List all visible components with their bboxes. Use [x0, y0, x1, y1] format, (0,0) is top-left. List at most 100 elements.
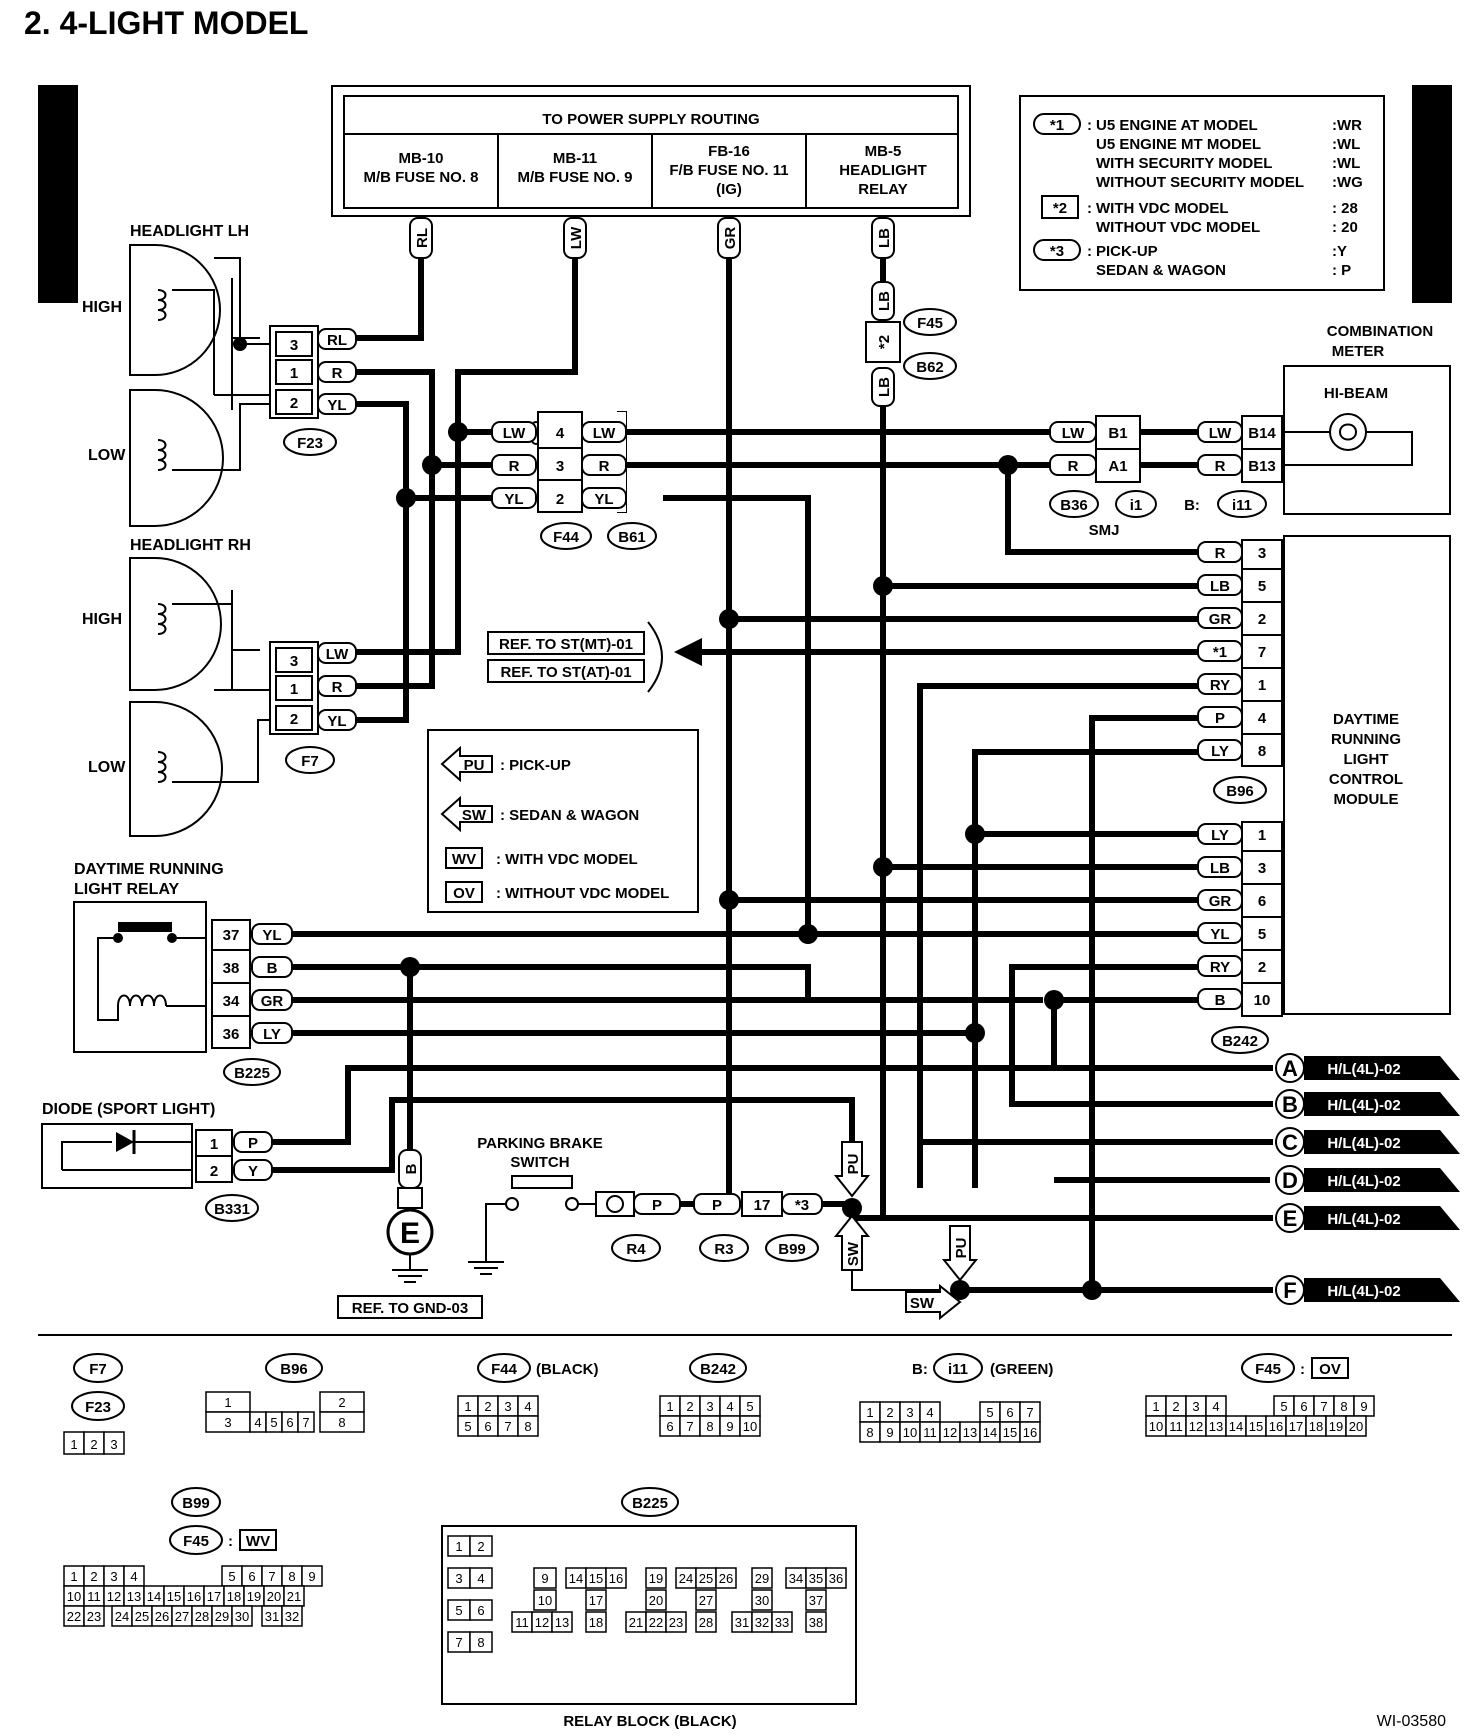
- pin-number: 1: [464, 1399, 471, 1414]
- side-tab-left: H/L(4L)-01: [38, 85, 78, 303]
- svg-text:LW: LW: [1209, 425, 1232, 442]
- svg-text:17: 17: [754, 1197, 771, 1214]
- pin-number: 33: [775, 1615, 789, 1630]
- svg-text:SW: SW: [910, 1295, 935, 1312]
- output-e: E H/L(4L)-02: [1275, 1203, 1460, 1233]
- svg-text:7: 7: [1258, 644, 1266, 661]
- pin-number: 5: [464, 1419, 471, 1434]
- pin-number: 5: [986, 1405, 993, 1420]
- pin-number: 3: [504, 1399, 511, 1414]
- pin-number: 1: [1152, 1399, 1159, 1414]
- pin-number: 20: [649, 1593, 663, 1608]
- svg-text:YL: YL: [594, 491, 613, 508]
- coil-icon: [117, 994, 167, 1007]
- pin-number: 16: [609, 1571, 623, 1586]
- svg-text:LY: LY: [1211, 827, 1229, 844]
- pin-number: 16: [1269, 1419, 1283, 1434]
- drl-relay: DAYTIME RUNNING LIGHT RELAY 37 38 34 36 …: [73, 861, 293, 1086]
- svg-text:MODULE: MODULE: [1334, 791, 1399, 808]
- pin-number: 10: [1149, 1419, 1163, 1434]
- pin-number: 3: [110, 1569, 117, 1584]
- svg-text:HIGH: HIGH: [82, 611, 122, 628]
- pin-number: 4: [477, 1571, 484, 1586]
- svg-text:F7: F7: [89, 1361, 107, 1378]
- svg-text:SMJ: SMJ: [1089, 522, 1120, 539]
- svg-text:F23: F23: [297, 435, 323, 452]
- svg-text:MB-10: MB-10: [398, 150, 443, 167]
- pin-number: 30: [755, 1593, 769, 1608]
- svg-text:3: 3: [1258, 545, 1266, 562]
- pin-number: 13: [963, 1425, 977, 1440]
- pin-number: 16: [1023, 1425, 1037, 1440]
- pin-number: 2: [1172, 1399, 1179, 1414]
- pin-number: 7: [268, 1569, 275, 1584]
- svg-text:P: P: [248, 1135, 258, 1152]
- connector-f45-b62: F45 B62: [903, 308, 957, 380]
- pin-number: 3: [706, 1399, 713, 1414]
- pin-number: 32: [755, 1615, 769, 1630]
- svg-text:R: R: [332, 679, 343, 696]
- pin-number: 10: [538, 1593, 552, 1608]
- svg-text:YL: YL: [262, 927, 281, 944]
- svg-text:E: E: [1283, 1206, 1298, 1231]
- pin-number: 7: [686, 1419, 693, 1434]
- hi-beam-lamp-icon: [1329, 413, 1367, 451]
- svg-text:2: 2: [1258, 959, 1266, 976]
- pin-number: 4: [254, 1415, 261, 1430]
- pin-number: 9: [541, 1571, 548, 1586]
- svg-text:3: 3: [556, 458, 564, 475]
- svg-text:1: 1: [210, 1136, 218, 1153]
- svg-text::: :: [1300, 1361, 1305, 1378]
- pin-number: 3: [455, 1571, 462, 1586]
- svg-text:B: B: [267, 960, 278, 977]
- svg-text:2: 2: [556, 491, 564, 508]
- pin-number: 3: [906, 1405, 913, 1420]
- svg-text:*3: *3: [795, 1197, 809, 1214]
- pin-number: 1: [70, 1437, 77, 1452]
- svg-text:2: 2: [290, 395, 298, 412]
- pin-number: 17: [589, 1593, 603, 1608]
- pin-number: 1: [866, 1405, 873, 1420]
- pin-number: 7: [455, 1635, 462, 1650]
- svg-text:PU: PU: [953, 1238, 970, 1259]
- svg-text:MB-5: MB-5: [865, 143, 902, 160]
- output-d: D H/L(4L)-02: [1275, 1165, 1460, 1195]
- pin-number: 23: [669, 1615, 683, 1630]
- power-supply-routing-box: TO POWER SUPPLY ROUTING MB-10 M/B FUSE N…: [331, 85, 971, 217]
- svg-text:LB: LB: [876, 228, 893, 248]
- svg-text:B:: B:: [912, 1361, 928, 1378]
- pin-number: 18: [1309, 1419, 1323, 1434]
- notes-box: *1 : U5 ENGINE AT MODEL :WR U5 ENGINE MT…: [1019, 95, 1385, 291]
- svg-text:D: D: [1282, 1168, 1298, 1193]
- svg-text:(BLACK): (BLACK): [536, 1361, 598, 1378]
- svg-text:B242: B242: [700, 1361, 736, 1378]
- ground-e: B E REF. TO GND-03: [337, 1149, 483, 1319]
- svg-text:C: C: [1282, 1130, 1298, 1155]
- svg-text:LY: LY: [1211, 743, 1229, 760]
- svg-text:GR: GR: [261, 993, 284, 1010]
- pin-number: 15: [167, 1589, 181, 1604]
- pin-number: 10: [743, 1419, 757, 1434]
- pin-number: 26: [155, 1609, 169, 1624]
- svg-text:B14: B14: [1248, 425, 1276, 442]
- svg-text:R4: R4: [626, 1241, 646, 1258]
- headlight-lh: HEADLIGHT LH HIGH LOW: [82, 223, 270, 527]
- svg-text:: P: : P: [1332, 262, 1351, 279]
- pin-number: 5: [746, 1399, 753, 1414]
- svg-text:A1: A1: [1108, 458, 1127, 475]
- svg-text:HI-BEAM: HI-BEAM: [1324, 385, 1388, 402]
- svg-text:FB-16: FB-16: [708, 143, 750, 160]
- svg-text:1: 1: [1258, 677, 1266, 694]
- sw-arrow-icon: [440, 795, 493, 833]
- svg-text:SW: SW: [845, 1241, 862, 1266]
- svg-text::: :: [1087, 243, 1092, 260]
- output-a: A H/L(4L)-02: [1275, 1053, 1460, 1083]
- pin-number: 22: [67, 1609, 81, 1624]
- svg-text:OV: OV: [1319, 1361, 1341, 1378]
- pin-number: 5: [455, 1603, 462, 1618]
- svg-text::: :: [1087, 200, 1092, 217]
- svg-text:CONTROL: CONTROL: [1329, 771, 1403, 788]
- pin-number: 11: [923, 1425, 937, 1440]
- pin-number: 6: [1006, 1405, 1013, 1420]
- pin-number: 2: [484, 1399, 491, 1414]
